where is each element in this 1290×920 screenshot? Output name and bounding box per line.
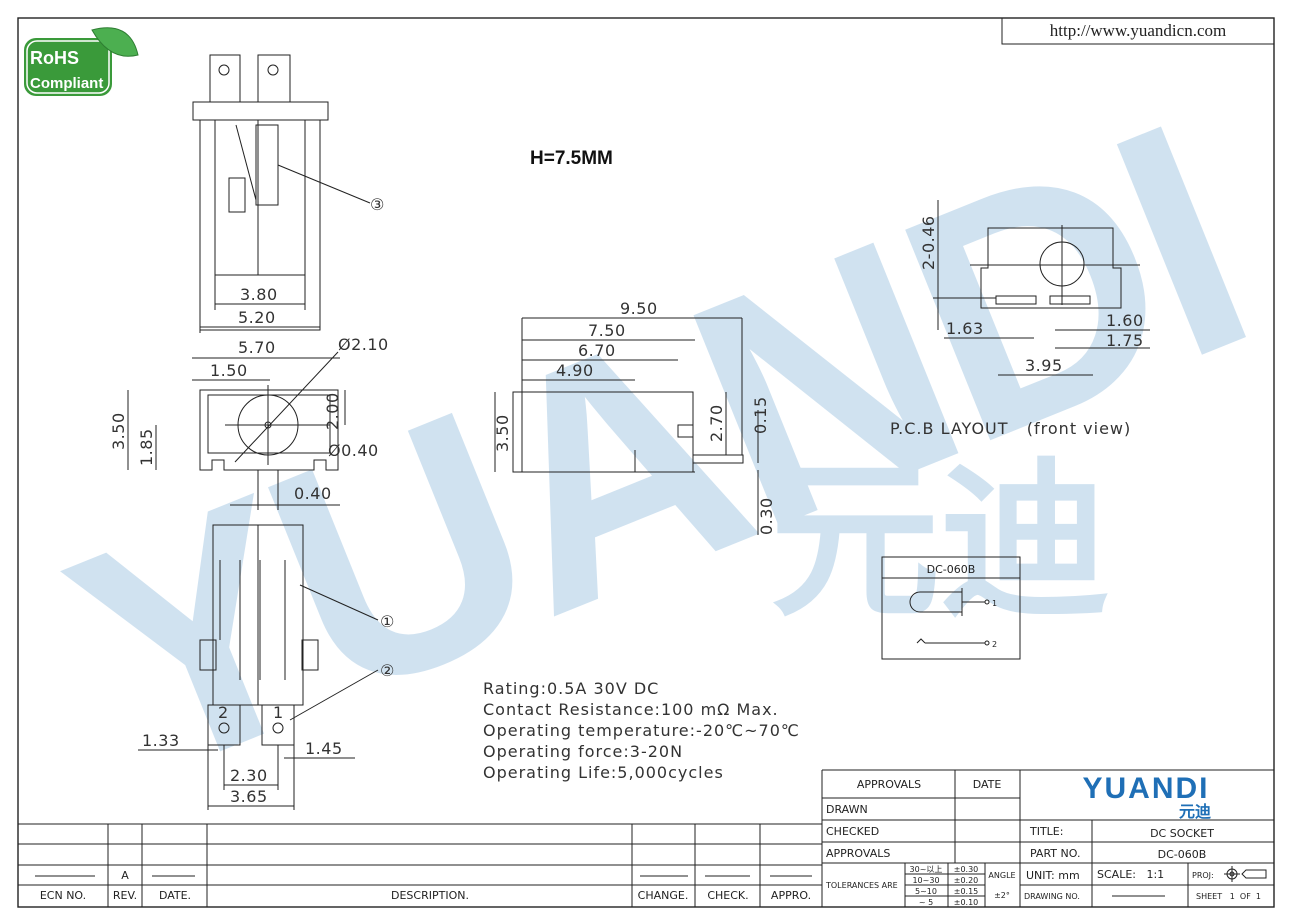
proj-label: PROJ: (1192, 871, 1214, 880)
top-view: ③ 3.80 5.20 (192, 54, 385, 333)
rev-header-change: CHANGE. (638, 889, 689, 902)
checked-label: CHECKED (826, 825, 879, 838)
title-block: APPROVALS DATE DRAWN CHECKED APPROVALS T… (822, 769, 1274, 907)
dim-1-63: 1.63 (946, 319, 984, 338)
spec-operating-force: Operating force:3-20N (483, 742, 683, 761)
rev-header-description: DESCRIPTION. (391, 889, 469, 902)
dim-3-95: 3.95 (1025, 356, 1063, 375)
pcb-layout: 2-0.46 1.63 1.60 1.75 3.95 P.C.B LAYOUT … (890, 200, 1150, 438)
tol-value-3: ±0.15 (954, 887, 979, 896)
dim-0-30: 0.30 (757, 497, 776, 535)
front-view: 5.70 1.50 Ø2.10 2.00 3.50 1.85 Ø0.40 0.4… (109, 335, 389, 510)
dim-6-70: 6.70 (578, 341, 616, 360)
approvals-label: APPROVALS (826, 847, 890, 860)
drawn-label: DRAWN (826, 803, 868, 816)
rohs-logo: RoHS Compliant (24, 27, 139, 96)
tolerances-label: TOLERANCES ARE (825, 881, 898, 890)
projection-symbol-icon (1224, 866, 1267, 882)
rev-header-appro: APPRO. (771, 889, 811, 902)
pin-label-1: 1 (273, 703, 284, 722)
angle-value: ±2° (994, 891, 1010, 900)
dim-dia-2-10: Ø2.10 (338, 335, 389, 354)
website-url: http://www.yuandicn.com (1050, 21, 1226, 40)
brand-logo: YUANDI (1082, 772, 1209, 805)
specifications: Rating:0.5A 30V DC Contact Resistance:10… (483, 679, 800, 782)
dim-0-40: 0.40 (294, 484, 332, 503)
tol-range-3: 5~10 (915, 887, 937, 896)
dim-dia-0-40: Ø0.40 (328, 441, 379, 460)
callout-3: ③ (370, 195, 385, 214)
side-view: 9.50 7.50 6.70 4.90 3.50 2.70 0.15 0.30 (493, 299, 776, 535)
brand-logo-cjk: 元迪 (1179, 802, 1211, 821)
dim-0-15: 0.15 (751, 396, 770, 434)
url-box: http://www.yuandicn.com (1001, 17, 1275, 45)
date-header: DATE (973, 778, 1002, 791)
rohs-text: RoHS (30, 48, 79, 68)
dim-1-75: 1.75 (1106, 331, 1144, 350)
dim-5-20: 5.20 (238, 308, 276, 327)
dim-1-45: 1.45 (305, 739, 343, 758)
dim-1-33: 1.33 (142, 731, 180, 750)
rev-header-check: CHECK. (707, 889, 748, 902)
approvals-header: APPROVALS (857, 778, 921, 791)
dim-2-00: 2.00 (323, 392, 342, 430)
bottom-view: 2 1 ① ② 1.33 1.45 2.30 3.65 (138, 524, 395, 810)
rev-header-ecn: ECN NO. (40, 889, 86, 902)
rev-value: A (121, 869, 129, 882)
part-label: PART NO. (1030, 847, 1080, 860)
dim-2-0-46: 2-0.46 (919, 215, 938, 270)
pcb-layout-caption: P.C.B LAYOUT (front view) (890, 419, 1131, 438)
dim-3-50-side: 3.50 (493, 414, 512, 452)
dim-2-30: 2.30 (230, 766, 268, 785)
schematic-pin-2: 2 (992, 640, 997, 649)
dim-5-70: 5.70 (238, 338, 276, 357)
dim-1-50: 1.50 (210, 361, 248, 380)
spec-contact-resistance: Contact Resistance:100 mΩ Max. (483, 700, 779, 719)
unit-label: UNIT: mm (1026, 869, 1080, 882)
callout-1: ① (380, 612, 395, 631)
tol-value-1: ±0.30 (954, 865, 979, 874)
spec-operating-life: Operating Life:5,000cycles (483, 763, 724, 782)
drawing-no-label: DRAWING NO. (1024, 892, 1080, 901)
title-label: TITLE: (1029, 825, 1063, 838)
tol-value-4: ±0.10 (954, 898, 979, 907)
watermark-cjk: 元迪 (770, 443, 1110, 641)
sheet-border (17, 17, 1275, 908)
tol-range-4: ~ 5 (919, 898, 933, 907)
dim-1-60: 1.60 (1106, 311, 1144, 330)
schematic-pin-1: 1 (992, 599, 997, 608)
dim-3-65: 3.65 (230, 787, 268, 806)
height-note: H=7.5MM (530, 148, 613, 169)
dim-7-50: 7.50 (588, 321, 626, 340)
dim-3-80: 3.80 (240, 285, 278, 304)
sheet-label: SHEET 1 OF 1 (1196, 892, 1261, 901)
scale-label: SCALE: 1:1 (1097, 868, 1164, 881)
dim-9-50: 9.50 (620, 299, 658, 318)
dim-3-50: 3.50 (109, 412, 128, 450)
revision-block: A ECN NO. REV. DATE. DESCRIPTION. CHANGE… (18, 770, 823, 907)
title-value: DC SOCKET (1150, 827, 1214, 840)
dim-4-90: 4.90 (556, 361, 594, 380)
schematic-title: DC-060B (927, 563, 976, 576)
dim-2-70: 2.70 (707, 404, 726, 442)
dim-1-85: 1.85 (137, 428, 156, 466)
pin-label-2: 2 (218, 703, 229, 722)
callout-2: ② (380, 661, 395, 680)
spec-operating-temperature: Operating temperature:-20℃~70℃ (483, 721, 800, 740)
part-value: DC-060B (1158, 848, 1207, 861)
leaf-icon (91, 27, 139, 57)
rev-header-rev: REV. (113, 889, 137, 902)
spec-rating: Rating:0.5A 30V DC (483, 679, 659, 698)
tol-range-2: 10~30 (912, 876, 939, 885)
schematic-symbol: DC-060B 1 2 (881, 556, 1021, 660)
angle-label: ANGLE (988, 871, 1015, 880)
rev-header-date: DATE. (159, 889, 191, 902)
compliant-text: Compliant (30, 75, 103, 92)
tol-value-2: ±0.20 (954, 876, 979, 885)
tol-range-1: 30~以上 (910, 865, 943, 874)
